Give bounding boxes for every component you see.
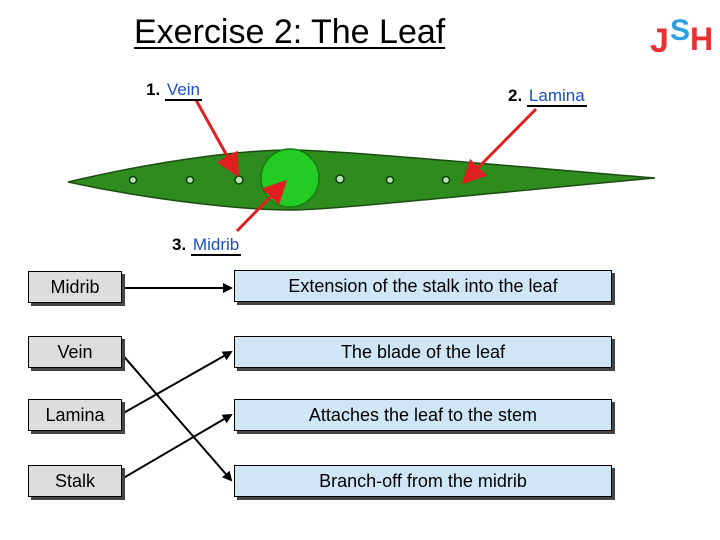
label-2: 2. Lamina bbox=[508, 86, 587, 107]
label-2-answer: Lamina bbox=[528, 86, 585, 105]
jsh-logo: J S H bbox=[650, 14, 713, 58]
midrib-arrow bbox=[235, 179, 288, 233]
vein bbox=[335, 174, 345, 184]
term-vein: Vein bbox=[28, 336, 122, 368]
svg-text:S: S bbox=[670, 14, 690, 47]
term-lamina: Lamina bbox=[28, 399, 122, 431]
term-midrib: Midrib bbox=[28, 271, 122, 303]
label-2-blank: Lamina bbox=[526, 86, 587, 107]
label-1-number: 1. bbox=[146, 80, 161, 99]
svg-text:H: H bbox=[690, 21, 713, 57]
definition-1: Extension of the stalk into the leaf bbox=[234, 270, 612, 302]
leaf-lamina bbox=[67, 149, 656, 211]
svg-text:J: J bbox=[650, 22, 669, 58]
label-1-blank: Vein bbox=[164, 80, 203, 101]
vein bbox=[128, 175, 138, 185]
label-1-answer: Vein bbox=[166, 80, 201, 99]
vein bbox=[185, 175, 195, 185]
vein bbox=[385, 175, 395, 185]
definition-3: Attaches the leaf to the stem bbox=[234, 399, 612, 431]
vein bbox=[234, 175, 244, 185]
leaf-veins bbox=[128, 174, 451, 185]
page-title: Exercise 2: The Leaf bbox=[134, 13, 446, 51]
label-3-answer: Midrib bbox=[192, 235, 240, 254]
label-3-number: 3. bbox=[172, 235, 187, 254]
label-3: 3. Midrib bbox=[172, 235, 242, 256]
vein bbox=[441, 175, 451, 185]
match-arrow-lamina bbox=[119, 351, 233, 416]
label-1: 1. Vein bbox=[146, 80, 203, 101]
match-arrow-vein bbox=[119, 351, 233, 482]
match-arrow-stalk bbox=[119, 413, 233, 481]
term-stalk: Stalk bbox=[28, 465, 122, 497]
vein-arrow bbox=[194, 99, 239, 178]
label-3-blank: Midrib bbox=[190, 235, 242, 256]
definition-4: Branch-off from the midrib bbox=[234, 465, 612, 497]
lamina-arrow bbox=[461, 107, 538, 185]
label-2-number: 2. bbox=[508, 86, 523, 105]
definition-2: The blade of the leaf bbox=[234, 336, 612, 368]
